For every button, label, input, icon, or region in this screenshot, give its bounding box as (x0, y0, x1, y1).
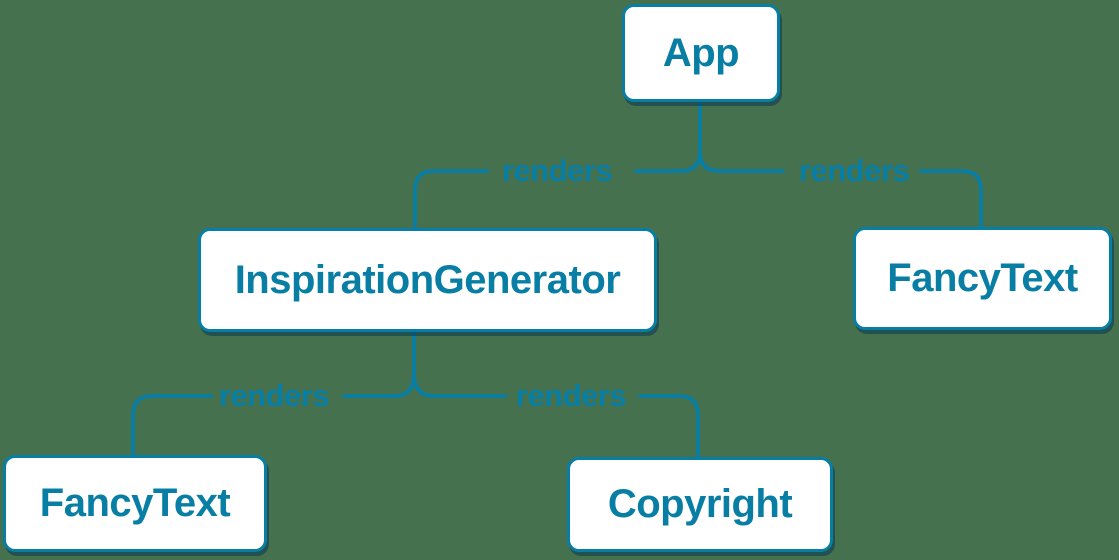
node-app-label: App (662, 30, 740, 75)
node-copyright: Copyright (567, 457, 833, 552)
node-fancytext-bottom-label: FancyText (39, 481, 231, 525)
node-fancytext-top: FancyText (853, 227, 1112, 330)
edge-label-renders-app-inspirationgenerator: renders (501, 153, 613, 188)
node-app: App (622, 4, 780, 102)
node-copyright-label: Copyright (607, 482, 793, 526)
edge-line-app-fancytext (698, 150, 983, 230)
node-inspirationgenerator: InspirationGenerator (198, 228, 657, 332)
node-fancytext-bottom: FancyText (3, 455, 267, 552)
edge-label-renders-inspirationgenerator-copyright: renders (515, 378, 627, 413)
edge-label-renders-inspirationgenerator-fancytext: renders (218, 378, 330, 413)
node-inspirationgenerator-label: InspirationGenerator (234, 257, 621, 302)
edge-line-inspirationgenerator-copyright (412, 372, 700, 460)
edge-label-renders-app-fancytext: renders (798, 153, 910, 188)
node-fancytext-top-label: FancyText (887, 256, 1078, 300)
